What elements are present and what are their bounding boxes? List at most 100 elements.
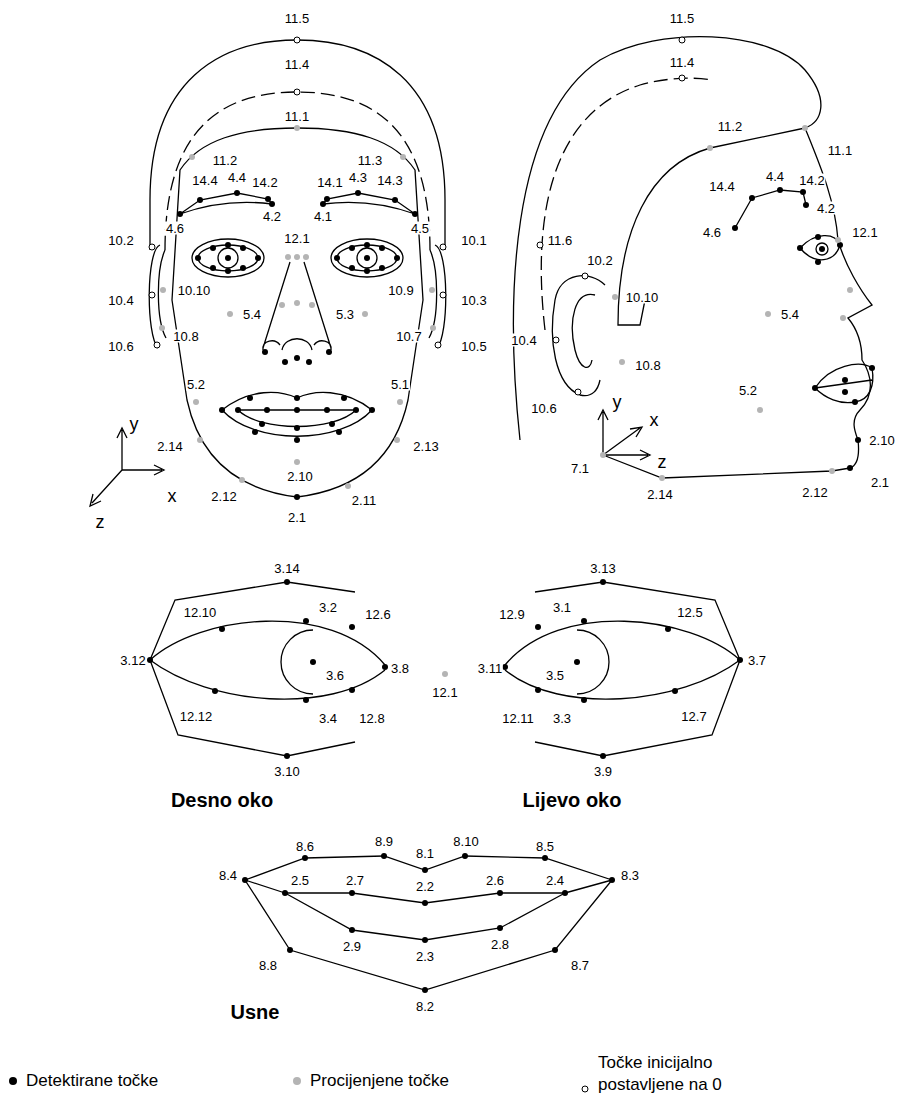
detected-point	[815, 259, 821, 265]
detected-point	[303, 618, 309, 624]
detected-point	[542, 855, 548, 861]
callout-number: 4.2	[262, 210, 282, 223]
detected-point	[394, 255, 400, 261]
head-outline	[150, 40, 445, 250]
callout-number: 14.1	[316, 176, 343, 189]
callout-number: 3.1	[552, 601, 572, 614]
callout-number: 12.12	[179, 710, 214, 723]
detected-point	[732, 225, 738, 231]
detected-point	[422, 900, 428, 906]
axis-label: y	[129, 415, 140, 433]
eye-contour	[505, 582, 740, 756]
detected-point	[364, 242, 370, 248]
detected-point	[294, 355, 300, 361]
callout-number: 12.1	[431, 686, 458, 699]
callout-number: 10.10	[177, 284, 212, 297]
callout-number: 14.2	[251, 176, 278, 189]
callout-number: 2.2	[415, 880, 435, 893]
detected-point	[349, 927, 355, 933]
estimated-point	[285, 254, 291, 260]
callout-number: 8.10	[452, 835, 479, 848]
estimated-point	[394, 437, 400, 443]
detected-point	[234, 190, 240, 196]
hairline	[618, 128, 805, 325]
detected-point	[842, 377, 848, 383]
eye-contour	[150, 582, 385, 756]
detected-point	[665, 626, 671, 632]
callout-number: 8.5	[535, 840, 555, 853]
legend-text: Procijenjene točke	[310, 1070, 449, 1092]
callout-number: 8.7	[570, 959, 590, 972]
estimated-point	[159, 325, 165, 331]
callout-number: 10.4	[510, 334, 537, 347]
callout-number: 12.9	[498, 608, 525, 621]
initial-zero-point	[679, 37, 685, 43]
callout-number: 11.5	[669, 12, 695, 25]
callout-number: 11.1	[284, 110, 310, 123]
initial-zero-point	[294, 37, 300, 43]
callout-number: 12.5	[676, 606, 703, 619]
estimated-point	[294, 459, 300, 465]
callout-number: 3.5	[545, 669, 565, 682]
detected-point	[294, 407, 300, 413]
detected-point	[302, 855, 308, 861]
detected-point	[259, 421, 265, 427]
estimated-point	[659, 475, 665, 481]
detected-point	[392, 197, 398, 203]
dashed-outline	[541, 78, 712, 330]
detected-point	[294, 425, 300, 431]
callout-number: 8.3	[620, 869, 640, 882]
ear	[149, 245, 166, 348]
detected-point	[282, 359, 288, 365]
detected-point	[287, 947, 293, 953]
detected-point	[819, 246, 825, 252]
detected-point	[672, 688, 678, 694]
initial-zero-point	[575, 389, 581, 395]
initial-zero-point	[679, 75, 685, 81]
callout-number: 3.12	[119, 654, 146, 667]
detected-point	[177, 211, 183, 217]
estimated-point	[757, 407, 763, 413]
detected-point	[320, 201, 326, 207]
callout-number: 7.1	[570, 462, 590, 475]
callout-number: 11.3	[357, 154, 383, 167]
callout-number: 10.7	[395, 330, 422, 343]
initial-zero-point	[440, 244, 446, 250]
estimated-point	[279, 302, 285, 308]
callout-number: 10.4	[107, 294, 134, 307]
callout-number: 11.4	[284, 58, 310, 71]
detected-point	[225, 242, 231, 248]
callout-number: 10.6	[107, 340, 134, 353]
detected-point	[284, 579, 290, 585]
estimated-point	[619, 359, 625, 365]
legend-hollow-dot	[582, 1086, 588, 1092]
detected-point	[842, 389, 848, 395]
detected-point	[269, 201, 275, 207]
estimated-point	[707, 145, 713, 151]
detected-point	[412, 211, 418, 217]
callout-number: 10.8	[634, 359, 661, 372]
detected-point	[497, 890, 503, 896]
eye	[198, 245, 258, 271]
detected-point	[349, 687, 355, 693]
callout-number: 12.10	[183, 606, 218, 619]
detected-point	[812, 385, 818, 391]
detected-point	[535, 687, 541, 693]
callout-number: 4.4	[765, 170, 785, 183]
estimated-point	[197, 437, 203, 443]
eye	[337, 245, 397, 271]
detected-point	[749, 195, 755, 201]
callout-number: 10.2	[586, 254, 613, 267]
detected-point	[581, 618, 587, 624]
detected-point	[284, 753, 290, 759]
initial-zero-point	[582, 273, 588, 279]
callout-number: 12.1	[283, 232, 310, 245]
callout-number: 5.2	[738, 384, 758, 397]
callout-number: 2.7	[345, 874, 365, 887]
callout-number: 8.8	[258, 959, 278, 972]
callout-number: 8.6	[295, 840, 315, 853]
initial-zero-point	[435, 342, 441, 348]
estimated-point	[400, 154, 406, 160]
front-view	[90, 40, 446, 506]
detected-point	[242, 877, 248, 883]
